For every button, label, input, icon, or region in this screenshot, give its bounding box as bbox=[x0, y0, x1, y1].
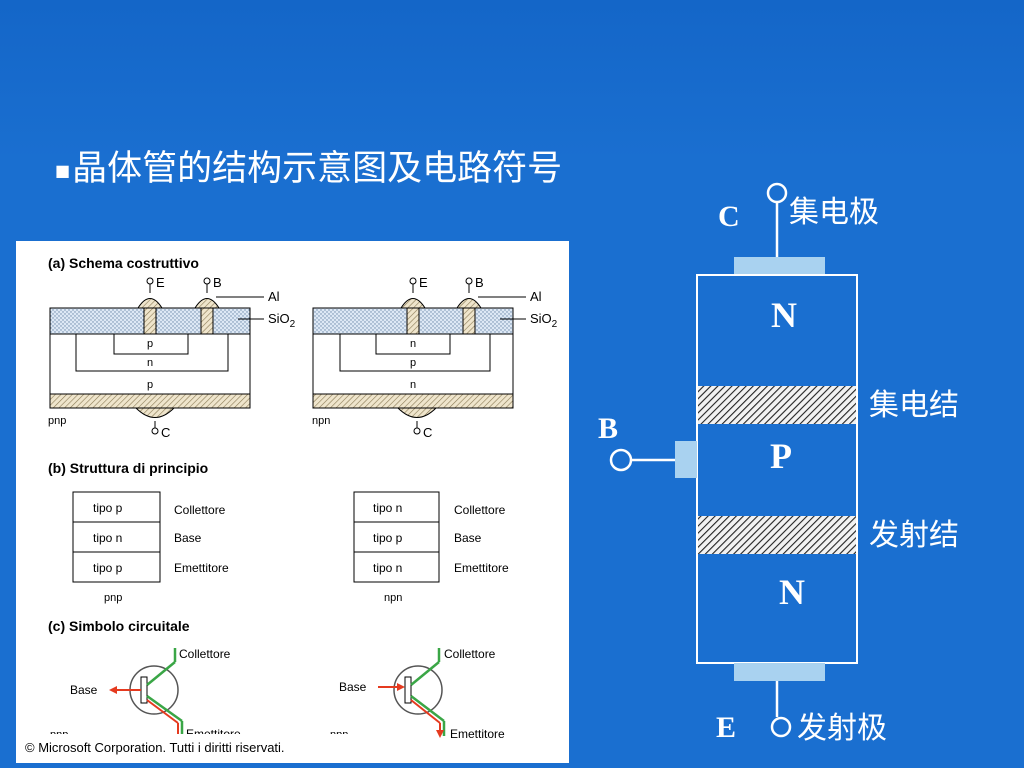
npn-label-b: B bbox=[475, 275, 484, 290]
label-e: E bbox=[716, 711, 736, 744]
label-emitter-junction: 发射结 bbox=[869, 518, 959, 553]
pnp-label-c: C bbox=[161, 425, 170, 440]
npn-layer-3: n bbox=[410, 379, 416, 391]
npn-type-1: tipo n bbox=[373, 501, 402, 515]
npn-role-2: Base bbox=[454, 531, 482, 545]
pnp-principle-table: tipo p tipo n tipo p Collettore Base Eme… bbox=[72, 491, 229, 604]
copyright-text: © Microsoft Corporation. Tutti i diritti… bbox=[25, 740, 285, 755]
npn-label-sio2: SiO2 bbox=[530, 311, 558, 330]
npn-symbol-collector: Collettore bbox=[444, 647, 496, 661]
slide-title: ■晶体管的结构示意图及电路符号 bbox=[55, 140, 562, 191]
pnp-layer-3: p bbox=[147, 379, 153, 391]
pnp-type-1: tipo p bbox=[93, 501, 123, 515]
emitter-terminal-icon bbox=[770, 716, 792, 738]
npn-role-3: Emettitore bbox=[454, 561, 509, 575]
pnp-role-1: Collettore bbox=[174, 503, 226, 517]
label-collector-junction: 集电结 bbox=[869, 388, 959, 423]
pnp-layer-1: p bbox=[147, 338, 153, 350]
npn-caption: npn bbox=[312, 415, 330, 427]
base-electrode bbox=[675, 441, 697, 478]
collector-junction-band bbox=[698, 386, 856, 424]
section-c-title: (c) Simbolo circuitale bbox=[48, 618, 190, 634]
transistor-figure-svg: (a) Schema costruttivo E B C Al SiO2 p n… bbox=[16, 255, 558, 763]
region-mid-p: P bbox=[770, 436, 792, 476]
npn-table-caption: npn bbox=[384, 592, 402, 604]
pnp-symbol-base: Base bbox=[70, 683, 98, 697]
label-collector: 集电极 bbox=[789, 195, 879, 230]
pnp-role-2: Base bbox=[174, 531, 202, 545]
transistor-body bbox=[696, 274, 858, 664]
npn-layer-2: p bbox=[410, 357, 416, 369]
section-b-title: (b) Struttura di principio bbox=[48, 460, 208, 476]
npn-type-3: tipo n bbox=[373, 561, 402, 575]
emitter-junction-band bbox=[698, 516, 856, 554]
base-terminal-icon bbox=[609, 448, 633, 472]
region-top-n: N bbox=[771, 295, 797, 335]
pnp-symbol-collector: Collettore bbox=[179, 647, 231, 661]
npn-cross-section: E B C Al SiO2 n p n npn bbox=[312, 275, 558, 440]
top-band bbox=[0, 0, 1024, 160]
npn-principle-table: tipo n tipo p tipo n Collettore Base Eme… bbox=[353, 491, 509, 604]
npn-symbol-base: Base bbox=[339, 680, 367, 694]
pnp-symbol: Base Collettore Emettitore pnp bbox=[50, 647, 241, 741]
label-emitter: 发射极 bbox=[797, 711, 887, 746]
collector-electrode bbox=[734, 257, 825, 275]
npn-role-1: Collettore bbox=[454, 503, 506, 517]
pnp-type-3: tipo p bbox=[93, 561, 123, 575]
pnp-label-sio2: SiO2 bbox=[268, 311, 296, 330]
region-bottom-n: N bbox=[779, 572, 805, 612]
npn-label-e: E bbox=[419, 275, 428, 290]
section-a-title: (a) Schema costruttivo bbox=[48, 255, 199, 271]
label-b: B bbox=[598, 412, 618, 445]
emitter-electrode bbox=[734, 663, 825, 681]
npn-label-c: C bbox=[423, 425, 432, 440]
npn-type-2: tipo p bbox=[373, 531, 403, 545]
pnp-layer-2: n bbox=[147, 357, 153, 369]
pnp-label-al: Al bbox=[268, 289, 280, 304]
pnp-table-caption: pnp bbox=[104, 592, 122, 604]
pnp-role-3: Emettitore bbox=[174, 561, 229, 575]
pnp-label-b: B bbox=[213, 275, 222, 290]
npn-label-al: Al bbox=[530, 289, 542, 304]
npn-layer-1: n bbox=[410, 338, 416, 350]
slide-title-text: 晶体管的结构示意图及电路符号 bbox=[72, 149, 563, 189]
pnp-type-2: tipo n bbox=[93, 531, 122, 545]
transistor-figure: (a) Schema costruttivo E B C Al SiO2 p n… bbox=[16, 241, 569, 763]
npn-symbol: Base Collettore Emettitore npn bbox=[330, 647, 505, 741]
label-c: C bbox=[718, 200, 740, 233]
npn-symbol-emitter: Emettitore bbox=[450, 727, 505, 741]
bullet-icon: ■ bbox=[55, 160, 71, 180]
copyright-backing bbox=[16, 734, 376, 763]
pnp-cross-section: E B C Al SiO2 p n p pnp bbox=[48, 275, 296, 440]
pnp-caption: pnp bbox=[48, 415, 66, 427]
collector-terminal-icon bbox=[766, 182, 788, 204]
pnp-label-e: E bbox=[156, 275, 165, 290]
